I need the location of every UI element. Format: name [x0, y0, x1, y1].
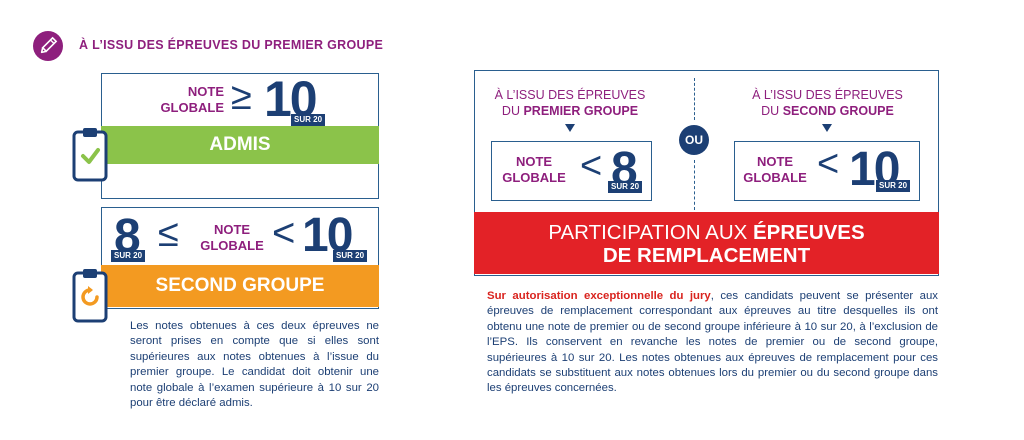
clipboard-check-icon: [71, 126, 111, 189]
pencil-icon: [33, 31, 63, 61]
col1-heading: À L’ISSU DES ÉPREUVES DU PREMIER GROUPE: [494, 88, 646, 118]
col2-heading: À L’ISSU DES ÉPREUVES DU SECOND GROUPE: [752, 88, 903, 118]
second-groupe-band: SECOND GROUPE: [101, 265, 379, 307]
sur-20-tag: SUR 20: [291, 114, 326, 126]
less-than-sign: <: [272, 211, 296, 255]
down-arrow-icon: [822, 124, 832, 132]
ou-badge: OU: [679, 125, 709, 155]
column-divider: [694, 78, 695, 120]
down-arrow-icon: [565, 124, 575, 132]
note-globale-label: NOTE GLOBALE: [743, 154, 807, 185]
second-groupe-label: SECOND GROUPE: [155, 275, 325, 296]
left-paragraph: Les notes obtenues à ces deux épreuves n…: [130, 320, 379, 410]
sur-20-tag: SUR 20: [333, 250, 368, 262]
note-globale-label: NOTE GLOBALE: [200, 222, 264, 253]
less-than-sign: <: [817, 143, 840, 185]
clipboard-refresh-icon: [71, 267, 111, 330]
greater-equal-sign: ≥: [231, 76, 252, 118]
band-line1: PARTICIPATION AUX: [548, 221, 753, 244]
note-globale-label: NOTE GLOBALE: [502, 154, 566, 185]
admis-band: ADMIS: [101, 126, 379, 164]
band-line2: DE REMPLACEMENT: [602, 244, 811, 267]
sur-20-tag: SUR 20: [111, 250, 146, 262]
right-paragraph: Sur autorisation exceptionnelle du jury,…: [487, 290, 938, 395]
sur-20-tag: SUR 20: [876, 180, 911, 192]
admis-label: ADMIS: [209, 134, 271, 155]
less-than-sign: <: [580, 145, 603, 187]
section-title: À L’ISSU DES ÉPREUVES DU PREMIER GROUPE: [79, 38, 384, 52]
less-equal-sign: ≤: [158, 213, 179, 255]
note-globale-label: NOTE GLOBALE: [160, 84, 224, 115]
sur-20-tag: SUR 20: [608, 181, 643, 193]
column-divider: [694, 160, 695, 210]
remplacement-band: PARTICIPATION AUX ÉPREUVES DE REMPLACEME…: [474, 212, 939, 274]
